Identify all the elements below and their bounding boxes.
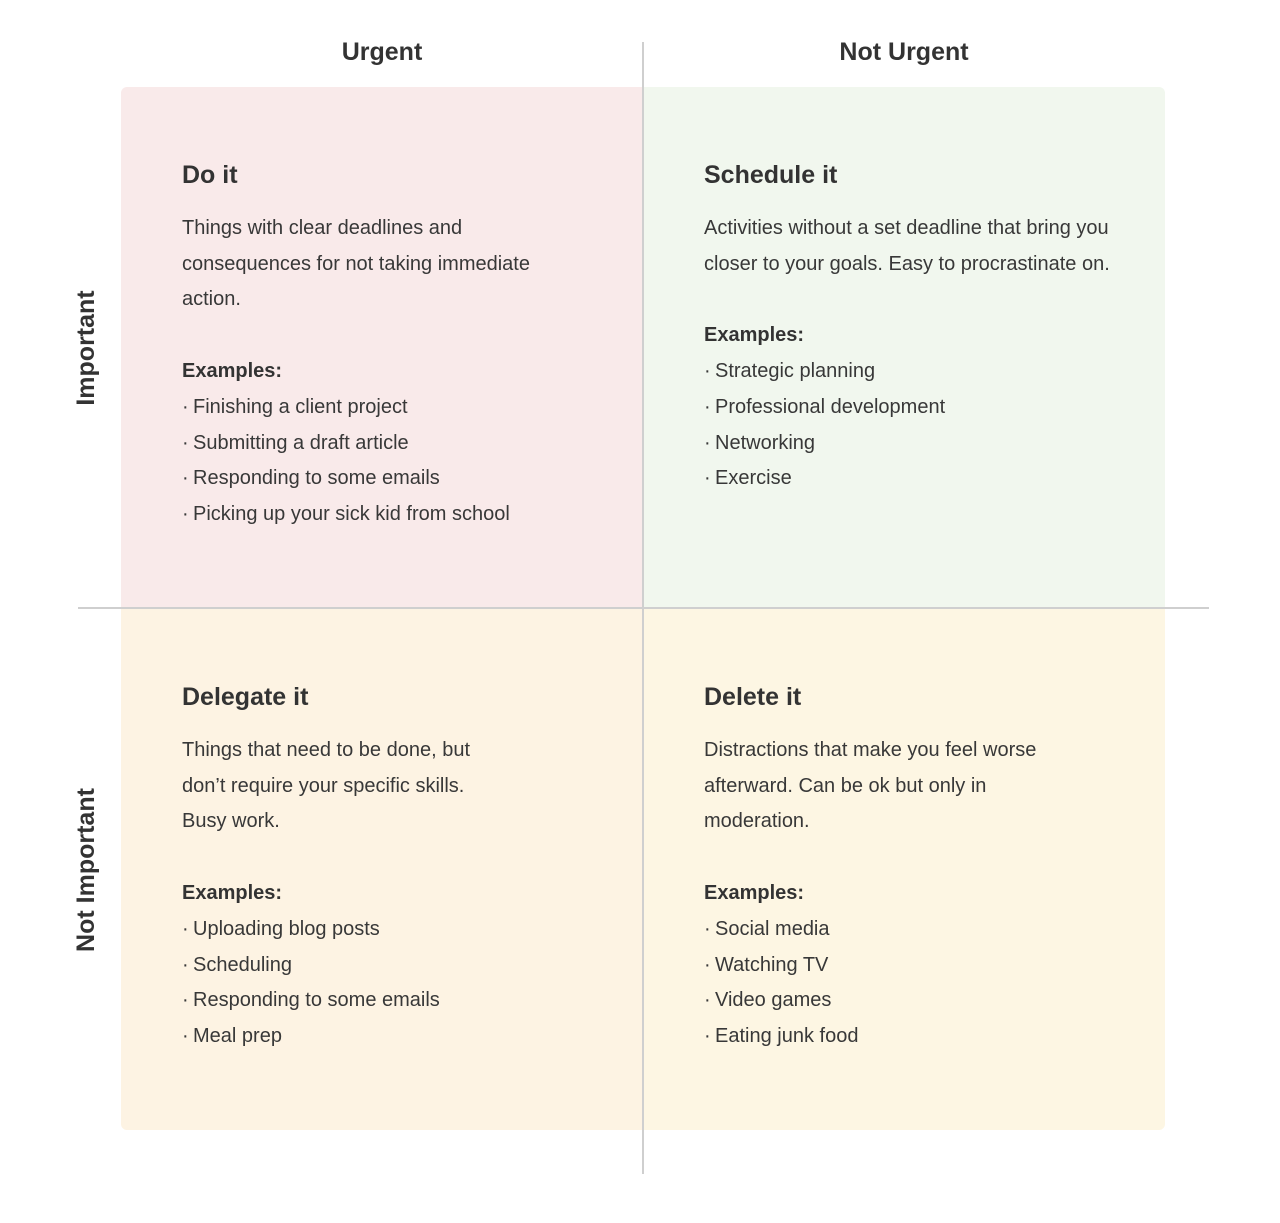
quadrant-description: Activities without a set deadline that b… (704, 217, 1110, 275)
example-text: Exercise (715, 467, 792, 490)
bullet: · (182, 953, 189, 976)
example-text: Submitting a draft article (193, 431, 409, 454)
bullet: · (704, 917, 711, 940)
list-item: ·Professional development (704, 390, 1125, 426)
quadrant-title: Schedule it (704, 161, 838, 189)
column-header-not-urgent: Not Urgent (839, 38, 969, 66)
quadrant-do-it: Do it Things with clear deadlines and co… (121, 87, 643, 608)
bullet: · (182, 917, 189, 940)
example-text: Finishing a client project (193, 395, 408, 418)
examples-list: ·Strategic planning ·Professional develo… (704, 354, 1125, 497)
examples-list: ·Uploading blog posts ·Scheduling ·Respo… (182, 912, 603, 1055)
list-item: ·Responding to some emails (182, 983, 603, 1019)
list-item: ·Video games (704, 983, 1125, 1019)
list-item: ·Responding to some emails (182, 461, 603, 497)
row-header-not-important: Not Important (72, 788, 100, 952)
quadrant-delete-it: Delete it Distractions that make you fee… (643, 608, 1165, 1130)
examples-label: Examples: (704, 882, 805, 905)
bullet: · (182, 1024, 189, 1047)
bullet: · (182, 989, 189, 1012)
list-item: ·Social media (704, 912, 1125, 948)
list-item: ·Finishing a client project (182, 390, 603, 426)
example-text: Professional development (715, 395, 946, 418)
example-text: Eating junk food (715, 1024, 859, 1047)
example-text: Video games (715, 989, 832, 1012)
list-item: ·Eating junk food (704, 1019, 1125, 1055)
example-text: Scheduling (193, 953, 292, 976)
example-text: Uploading blog posts (193, 917, 380, 940)
examples-label: Examples: (182, 360, 283, 383)
quadrant-description: Things that need to be done, but don’t r… (182, 739, 470, 833)
bullet: · (704, 989, 711, 1012)
list-item: ·Picking up your sick kid from school (182, 497, 603, 533)
example-text: Social media (715, 917, 830, 940)
examples-label: Examples: (182, 882, 283, 905)
list-item: ·Strategic planning (704, 354, 1125, 390)
quadrant-delegate-it: Delegate it Things that need to be done,… (121, 608, 643, 1130)
bullet: · (704, 953, 711, 976)
quadrant-title: Do it (182, 161, 238, 189)
example-text: Strategic planning (715, 360, 876, 383)
quadrant-description: Distractions that make you feel worse af… (704, 739, 1037, 833)
bullet: · (182, 467, 189, 490)
list-item: ·Meal prep (182, 1019, 603, 1055)
list-item: ·Submitting a draft article (182, 426, 603, 462)
horizontal-axis-divider (78, 607, 1209, 609)
bullet: · (182, 431, 189, 454)
example-text: Responding to some emails (193, 989, 440, 1012)
bullet: · (704, 395, 711, 418)
list-item: ·Watching TV (704, 948, 1125, 984)
quadrant-description: Things with clear deadlines and conseque… (182, 217, 530, 311)
example-text: Picking up your sick kid from school (193, 502, 510, 525)
list-item: ·Uploading blog posts (182, 912, 603, 948)
list-item: ·Exercise (704, 461, 1125, 497)
quadrant-schedule-it: Schedule it Activities without a set dea… (643, 87, 1165, 608)
quadrant-title: Delegate it (182, 683, 309, 711)
bullet: · (704, 1024, 711, 1047)
row-header-important: Important (72, 290, 100, 406)
column-header-urgent: Urgent (341, 38, 423, 66)
list-item: ·Networking (704, 426, 1125, 462)
bullet: · (182, 395, 189, 418)
example-text: Meal prep (193, 1024, 282, 1047)
example-text: Watching TV (715, 953, 829, 976)
examples-list: ·Finishing a client project ·Submitting … (182, 390, 603, 533)
bullet: · (182, 502, 189, 525)
quadrant-title: Delete it (704, 683, 802, 711)
example-text: Responding to some emails (193, 467, 440, 490)
bullet: · (704, 431, 711, 454)
example-text: Networking (715, 431, 816, 454)
list-item: ·Scheduling (182, 948, 603, 984)
bullet: · (704, 467, 711, 490)
examples-label: Examples: (704, 324, 805, 347)
bullet: · (704, 360, 711, 383)
examples-list: ·Social media ·Watching TV ·Video games … (704, 912, 1125, 1055)
